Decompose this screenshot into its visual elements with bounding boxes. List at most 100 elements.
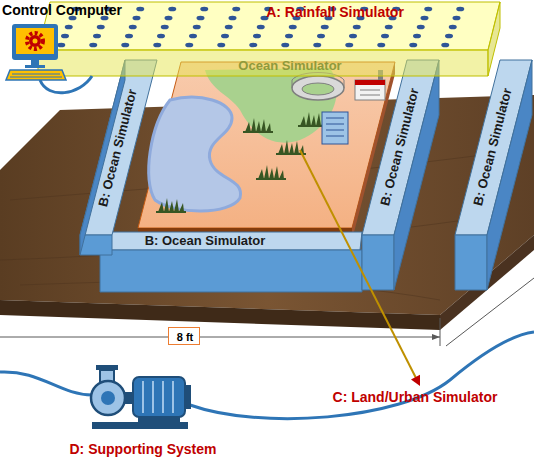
rain-nozzle <box>200 7 208 12</box>
grass-symbol <box>156 198 186 212</box>
factory-symbol <box>355 80 385 100</box>
rain-nozzle <box>249 43 257 48</box>
land-simulator-label: C: Land/Urban Simulator <box>333 390 498 405</box>
rain-nozzle <box>193 25 201 30</box>
factory-symbol <box>355 80 385 85</box>
building-symbol <box>322 112 348 144</box>
rain-nozzle <box>453 16 461 21</box>
pump-symbol <box>185 385 191 409</box>
rain-nozzle <box>313 43 321 48</box>
rain-nozzle <box>445 34 453 39</box>
table-board <box>0 300 440 330</box>
rain-nozzle <box>229 16 237 21</box>
box-face <box>38 50 488 76</box>
rain-nozzle <box>97 25 105 30</box>
ocean-simulator-bar: B: Ocean Simulator <box>80 60 157 255</box>
supporting-system-label: D: Supporting System <box>69 442 216 457</box>
ocean-simulator-bar-shape <box>455 60 534 292</box>
rain-nozzle <box>197 16 205 21</box>
land-plate <box>138 62 395 228</box>
node-text: Ocean Simulator <box>238 59 341 73</box>
rain-nozzle <box>157 34 165 39</box>
rain-nozzle <box>449 25 457 30</box>
computer-cable <box>40 76 92 93</box>
lake <box>149 97 241 211</box>
node-text: B: Ocean Simulator <box>145 234 266 248</box>
rain-nozzle <box>161 25 169 30</box>
pump-symbol <box>92 422 188 429</box>
ocean-simulator-bar: B: Ocean Simulator <box>100 232 362 292</box>
computer-cable <box>40 76 92 93</box>
rain-nozzle <box>421 16 429 21</box>
rain-nozzle <box>61 34 69 39</box>
dimension-line <box>432 334 440 340</box>
node-text: 8 ft <box>177 331 194 343</box>
rain-nozzle <box>125 34 133 39</box>
rain-nozzle <box>377 43 385 48</box>
dimension-line <box>440 318 441 346</box>
grass-symbol <box>276 140 306 154</box>
rain-nozzle <box>133 16 141 21</box>
rain-nozzle <box>345 43 353 48</box>
computer-symbol <box>33 39 38 44</box>
box-face <box>100 250 362 292</box>
box-face <box>455 235 487 290</box>
cable <box>0 332 534 419</box>
pump-symbol <box>91 381 125 415</box>
rain-nozzle <box>185 43 193 48</box>
rain-nozzle <box>121 43 129 48</box>
box-face <box>100 232 362 250</box>
rain-nozzle <box>385 25 393 30</box>
lake <box>149 97 241 211</box>
rain-nozzle <box>253 34 261 39</box>
box-face <box>362 235 394 290</box>
grass-symbol <box>256 165 286 179</box>
stadium-symbol <box>302 83 334 95</box>
rain-nozzle <box>225 25 233 30</box>
rain-nozzle <box>221 34 229 39</box>
land-plate <box>138 62 395 240</box>
rain-nozzle <box>456 7 464 12</box>
node-text: A: Rainfall Simulator <box>266 5 404 20</box>
rain-nozzle <box>321 25 329 30</box>
rain-nozzle <box>424 7 432 12</box>
rain-nozzle <box>232 7 240 12</box>
cable <box>0 372 92 395</box>
stadium-symbol <box>292 76 344 100</box>
rain-nozzle <box>417 25 425 30</box>
rain-nozzle <box>168 7 176 12</box>
rain-nozzle <box>153 43 161 48</box>
rain-nozzle <box>285 34 293 39</box>
building-symbol <box>322 112 348 144</box>
building-symbol <box>326 118 344 136</box>
rain-nozzle <box>413 34 421 39</box>
rain-nozzle <box>317 34 325 39</box>
pump-symbol <box>96 365 118 370</box>
rain-nozzle <box>409 43 417 48</box>
ocean-simulator-bar: B: Ocean Simulator <box>362 60 439 292</box>
rain-nozzle <box>57 43 65 48</box>
grass-symbol <box>156 112 328 212</box>
rain-nozzle <box>281 43 289 48</box>
rain-nozzle <box>289 25 297 30</box>
rain-nozzle <box>189 34 197 39</box>
rain-nozzle <box>353 25 361 30</box>
grass-symbol <box>243 118 273 132</box>
rain-nozzle <box>89 43 97 48</box>
rain-nozzle <box>65 25 73 30</box>
rain-nozzle <box>93 34 101 39</box>
factory-symbol <box>360 90 380 95</box>
pump-symbol <box>143 381 173 413</box>
pump-symbol <box>133 377 185 417</box>
rain-nozzle <box>381 34 389 39</box>
dimension-line <box>0 337 440 338</box>
pump-symbol <box>101 391 115 405</box>
stadium-symbol <box>292 73 344 101</box>
ocean-simulator-bar: B: Ocean Simulator <box>455 60 534 292</box>
cable <box>190 332 534 419</box>
computer-label: Control Computer <box>2 3 122 18</box>
pump-symbol <box>91 365 191 429</box>
dimension-box: 8 ft <box>168 327 200 345</box>
rain-nozzle <box>217 43 225 48</box>
leader-arrow <box>411 375 420 386</box>
